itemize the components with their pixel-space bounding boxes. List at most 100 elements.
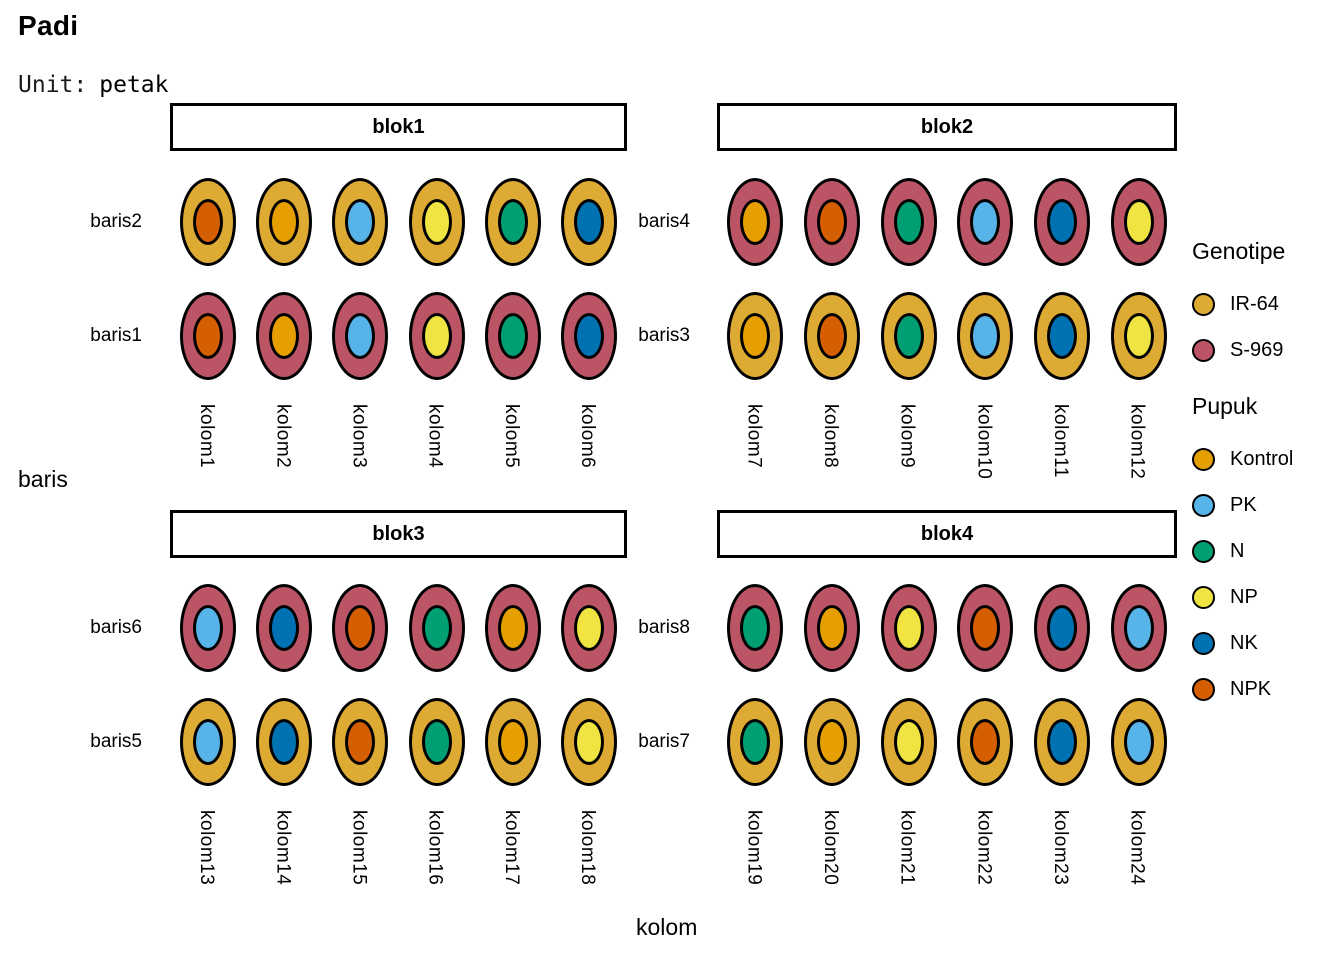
plot-ellipse-inner xyxy=(269,719,300,765)
plot-ellipse xyxy=(1034,698,1090,786)
plot-ellipse xyxy=(727,292,784,380)
column-label: kolom2 xyxy=(272,404,294,469)
plot-ellipse xyxy=(1034,584,1090,672)
chart-subtitle: Unit:petak xyxy=(18,72,169,98)
plot-ellipse-inner xyxy=(421,313,452,359)
plot-ellipse xyxy=(1034,292,1090,380)
y-axis-label: baris xyxy=(18,466,68,492)
plot-ellipse xyxy=(957,178,1014,266)
column-label: kolom4 xyxy=(424,404,446,469)
column-label: kolom20 xyxy=(820,810,841,886)
plot-ellipse-inner xyxy=(893,199,924,245)
plot-ellipse xyxy=(560,584,617,672)
plot-ellipse-inner xyxy=(345,719,376,765)
plot-ellipse-inner xyxy=(345,199,376,245)
legend-item-IR-64: IR-64 xyxy=(1192,281,1342,327)
plot-ellipse xyxy=(180,292,237,380)
row-label: baris5 xyxy=(90,731,142,752)
plot-ellipse-inner xyxy=(1123,605,1154,651)
plot-ellipse xyxy=(484,292,541,380)
plot-ellipse xyxy=(408,584,465,672)
chart-title: Padi xyxy=(18,10,79,41)
column-label: kolom12 xyxy=(1126,404,1148,480)
legend-label: IR-64 xyxy=(1230,292,1279,315)
plot-ellipse-inner xyxy=(970,719,1001,765)
legend-item-NPK: NPK xyxy=(1192,666,1342,712)
legend-swatch xyxy=(1192,338,1215,362)
plot-ellipse-inner xyxy=(817,605,847,651)
legend-label: PK xyxy=(1230,493,1257,516)
legend-label: NK xyxy=(1230,631,1258,654)
column-label: kolom9 xyxy=(896,404,918,469)
plot-ellipse xyxy=(727,584,784,672)
plot-ellipse-inner xyxy=(1123,313,1154,359)
column-label: kolom15 xyxy=(348,810,370,886)
plot-ellipse-inner xyxy=(740,719,771,765)
legend-title-genotipe: Genotipe xyxy=(1192,238,1286,264)
plot-ellipse xyxy=(560,698,617,786)
plot-ellipse-inner xyxy=(1123,199,1154,245)
plot-ellipse-inner xyxy=(573,719,604,765)
column-label: kolom17 xyxy=(500,810,522,886)
legend-swatch xyxy=(1192,447,1215,471)
column-label: kolom16 xyxy=(424,810,446,886)
legend-swatch xyxy=(1192,631,1215,655)
row-label: baris7 xyxy=(638,731,690,752)
plot-ellipse xyxy=(484,178,541,266)
legend-swatch xyxy=(1192,677,1215,701)
row-label: baris8 xyxy=(638,617,690,638)
plot-ellipse xyxy=(180,698,237,786)
row-label: baris3 xyxy=(638,325,690,346)
plot-ellipse-inner xyxy=(573,199,604,245)
plot-ellipse xyxy=(256,292,313,380)
plot-ellipse xyxy=(408,292,465,380)
column-label: kolom5 xyxy=(500,404,522,469)
plot-ellipse xyxy=(804,698,860,786)
column-label: kolom19 xyxy=(743,810,765,886)
plot-ellipse-inner xyxy=(269,605,300,651)
plot-ellipse-inner xyxy=(497,313,528,359)
plot-ellipse-inner xyxy=(893,719,924,765)
plot-ellipse xyxy=(332,584,389,672)
column-label: kolom8 xyxy=(820,404,841,469)
plot-ellipse xyxy=(180,584,237,672)
plot-ellipse xyxy=(957,584,1014,672)
plot-ellipse-inner xyxy=(1047,719,1077,765)
legend-item-S-969: S-969 xyxy=(1192,327,1342,373)
plot-ellipse xyxy=(560,292,617,380)
block-header: blok1 xyxy=(170,103,627,151)
plot-ellipse xyxy=(1110,584,1167,672)
plot-ellipse xyxy=(408,698,465,786)
legend-title-pupuk: Pupuk xyxy=(1192,393,1258,419)
legend-swatch xyxy=(1192,292,1215,316)
plot-ellipse xyxy=(180,178,237,266)
plot-ellipse-inner xyxy=(193,313,224,359)
plot-ellipse xyxy=(804,292,860,380)
plot-ellipse xyxy=(484,584,541,672)
plot-ellipse xyxy=(1110,178,1167,266)
legend-label: S-969 xyxy=(1230,338,1284,361)
plot-ellipse-inner xyxy=(193,719,224,765)
legend-label: Kontrol xyxy=(1230,447,1294,470)
plot-ellipse xyxy=(727,178,784,266)
plot-ellipse xyxy=(804,584,860,672)
plot-ellipse xyxy=(1034,178,1090,266)
plot-ellipse-inner xyxy=(345,605,376,651)
plot-ellipse xyxy=(804,178,860,266)
column-label: kolom6 xyxy=(576,404,598,469)
plot-ellipse-inner xyxy=(193,199,224,245)
plot-ellipse xyxy=(727,698,784,786)
x-axis-label: kolom xyxy=(636,914,698,940)
plot-ellipse-inner xyxy=(817,313,847,359)
column-label: kolom7 xyxy=(743,404,765,469)
plot-ellipse-inner xyxy=(817,719,847,765)
plot-ellipse-inner xyxy=(1123,719,1154,765)
row-label: baris1 xyxy=(90,325,142,346)
plot-ellipse-inner xyxy=(573,605,604,651)
column-label: kolom23 xyxy=(1050,810,1071,886)
plot-ellipse-inner xyxy=(740,313,771,359)
plot-ellipse-inner xyxy=(421,605,452,651)
